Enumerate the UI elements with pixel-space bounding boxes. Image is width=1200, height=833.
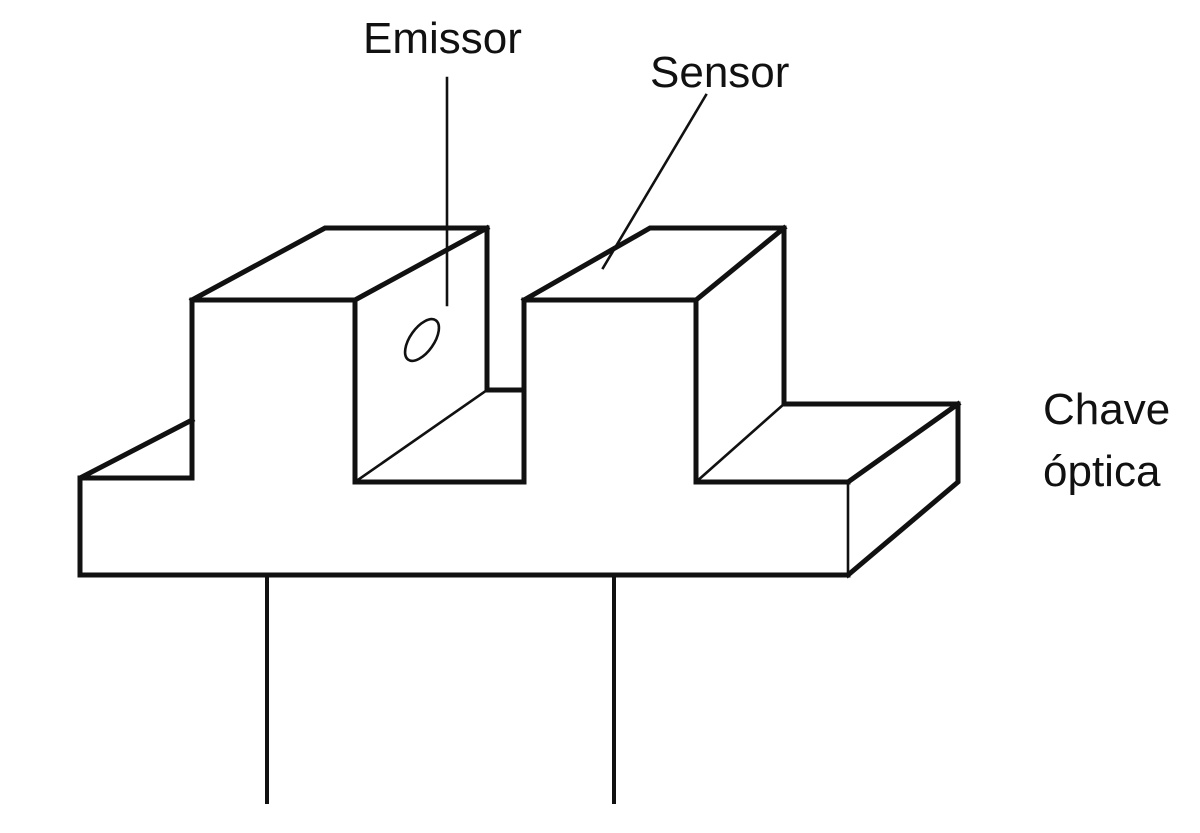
base-block <box>77 400 962 579</box>
device-label-line1: Chave <box>1043 385 1170 434</box>
emitter-label: Emissor <box>363 14 522 63</box>
emitter-aperture <box>403 317 441 363</box>
sensor-block <box>520 224 788 485</box>
sensor-leader-line <box>601 93 708 270</box>
sensor-label: Sensor <box>650 48 789 97</box>
emitter-block <box>188 224 527 485</box>
device-label-line2: óptica <box>1043 447 1161 496</box>
